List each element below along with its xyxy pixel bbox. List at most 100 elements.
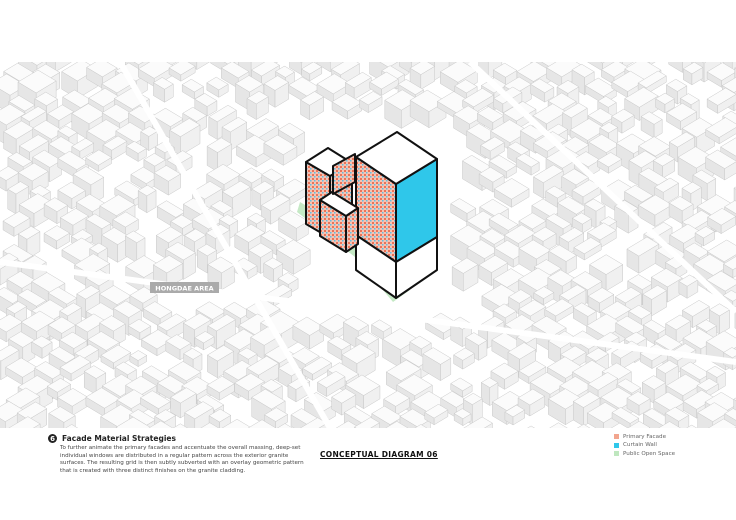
context-building-face [696,377,719,392]
context-building-face [251,388,286,410]
context-building-face [507,342,537,360]
context-building-face [99,194,136,217]
context-building-face [251,180,275,195]
context-building-face [246,212,266,225]
context-building-face [679,93,700,106]
context-building-face [85,149,113,166]
context-building-face [686,424,698,428]
context-building-face [650,268,683,288]
context-building-face [655,92,675,105]
context-building-face [342,315,369,332]
context-building-face [652,152,676,167]
context-building-face [705,149,736,169]
context-building-face [166,150,193,167]
context-building-face [527,425,535,428]
context-building-face [300,91,325,106]
street [467,62,736,315]
context-building-face [248,242,274,258]
context-building-face [533,286,555,299]
context-building-face [450,377,473,392]
context-building-face [385,359,422,382]
context-building-face [641,375,667,390]
context-building-face [58,331,88,349]
context-building-face [208,408,232,423]
context-building-face [89,242,108,254]
context-building-face [112,300,142,318]
context-building-face [263,134,298,156]
map-label-text: HONGDAE AREA [155,285,213,293]
context-building-face [125,140,147,154]
notch-volume [332,153,356,195]
context-building-face [170,387,197,404]
context-building-face [682,62,704,75]
context-building-face [451,257,479,274]
context-building-face [559,284,587,301]
context-building-face [302,356,333,375]
context-building-face [492,62,518,78]
context-building-face [518,299,547,317]
context-building-face [611,407,640,424]
legend-item-public-open-space: Public Open Space [614,450,675,457]
context-building-face [143,152,166,167]
context-building-face [385,421,409,428]
context-building-face [276,239,311,261]
context-building-face [655,359,679,374]
context-building-face [517,388,546,406]
context-building-face [76,285,101,300]
context-building-face [664,406,690,422]
context-building-face [681,181,702,194]
context-building-face [654,177,680,193]
context-building-face [414,424,428,428]
context-building-face [653,334,683,352]
context-building-face [572,302,597,317]
context-building-face [31,272,66,293]
context-building-face [572,391,601,408]
axonometric-diagram: HONGDAE AREA [0,62,736,428]
context-building-face [549,422,568,428]
context-building-face [0,344,20,362]
context-building-face [369,71,399,90]
context-building-face [602,62,619,72]
context-building-face [57,181,86,199]
context-building-face [558,227,585,243]
context-building-face [167,361,202,382]
context-building-face [127,318,152,334]
legend-swatch-curtain-wall [614,442,619,448]
context-building-face [722,256,736,271]
context-building-face [453,347,475,361]
section-title: Facade Material Strategies [62,434,176,443]
context-building-face [218,214,239,226]
context-building-face [16,401,48,420]
context-building-face [658,421,681,428]
context-building-face [589,254,624,275]
context-building-face [692,169,717,184]
context-building-face [17,288,47,307]
context-building-face [156,313,187,332]
context-building-face [587,372,619,391]
context-building-face [479,198,509,217]
section-title-row: 6 Facade Material Strategies [48,434,310,443]
context-building-face [626,236,660,257]
context-building-face [277,272,299,285]
context-building-face [7,151,33,168]
context-building-face [666,102,698,122]
context-building-face [544,298,574,317]
map-label: HONGDAE AREA [150,282,219,293]
context-building-face [665,78,688,92]
context-building-face [210,200,234,214]
context-building-face [17,162,49,182]
context-building-face [330,62,360,76]
context-building-face [20,106,47,122]
context-building-face [571,212,592,225]
context-building-face [206,137,233,153]
context-building-face [722,290,736,302]
context-building-face [424,403,449,419]
context-building-face [628,304,653,320]
context-building-face [194,93,218,107]
context-building-face [706,239,736,263]
context-building-face [724,200,736,214]
context-building-face [600,62,605,64]
context-building-face [640,111,663,125]
context-building-face [168,62,196,76]
context-building-face [182,312,212,331]
